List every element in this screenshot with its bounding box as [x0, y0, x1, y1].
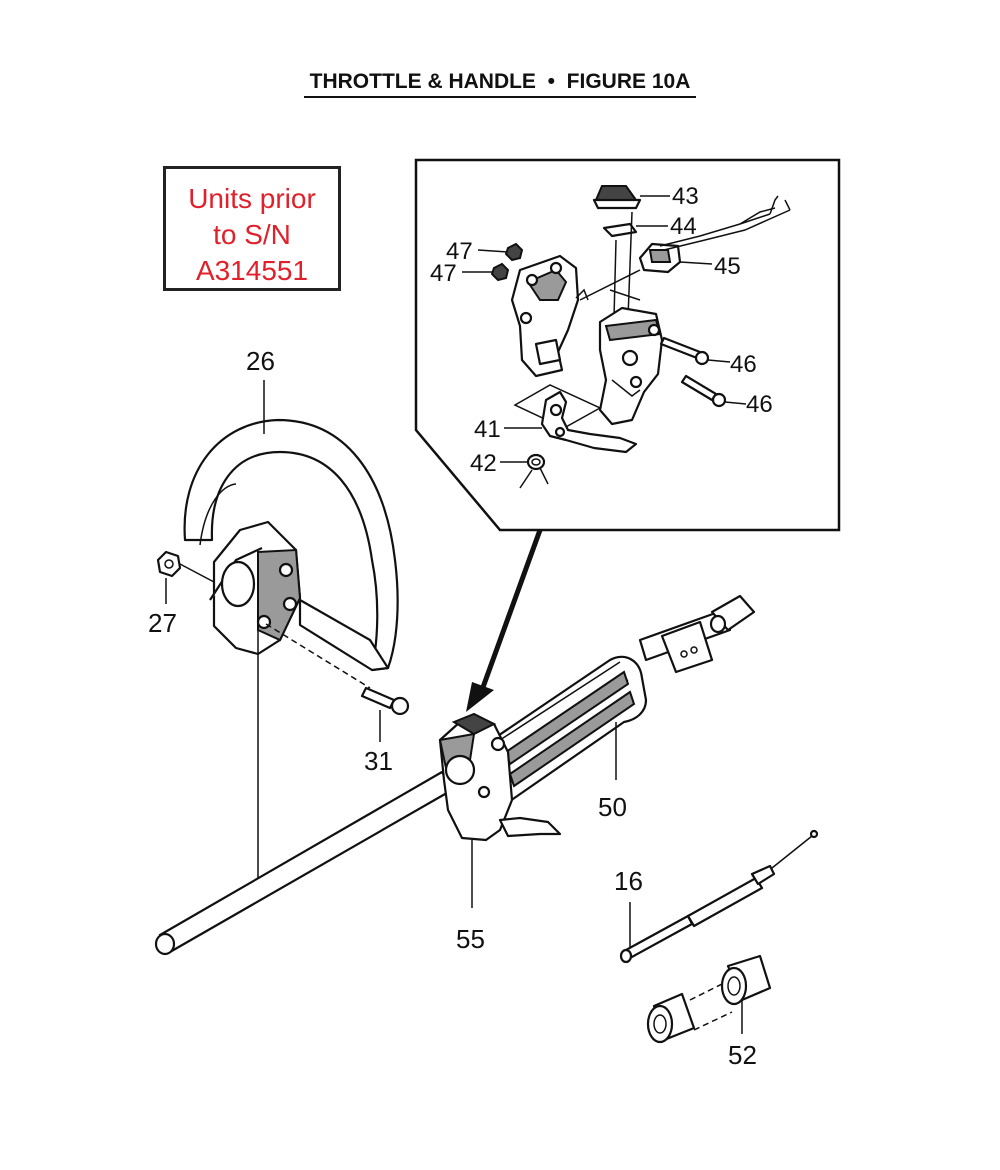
- part-50-grip: [478, 655, 648, 810]
- drive-shaft-tube: [154, 594, 756, 956]
- notice-line-3: A314551: [195, 255, 309, 286]
- callout-41: 41: [474, 416, 501, 443]
- callout-46-a: 46: [730, 351, 757, 378]
- figure-suffix: A: [675, 70, 691, 93]
- part-45-switch: [638, 195, 791, 274]
- part-16-throttle-cable: [619, 829, 819, 964]
- callout-46-b: 46: [746, 391, 773, 418]
- part-52-bushings: [646, 954, 772, 1044]
- part-55-throttle-housing: [438, 712, 562, 908]
- part-46-screws: [659, 336, 747, 408]
- inset-pointer-arrow: [466, 529, 543, 712]
- left-housing-half: [510, 254, 589, 378]
- part-43-button-cap: [592, 185, 670, 210]
- title-separator: •: [547, 70, 555, 93]
- callout-42: 42: [470, 450, 497, 477]
- serial-notice-box: Units prior to S/N A314551: [163, 166, 341, 291]
- callout-26: 26: [246, 346, 275, 376]
- callout-47-a: 47: [446, 238, 473, 265]
- callout-43: 43: [672, 183, 699, 210]
- callout-45: 45: [714, 253, 741, 280]
- detail-inset: 43 44 45 47 47 46 46 41 42: [414, 158, 841, 532]
- callout-27: 27: [148, 608, 177, 638]
- part-41-throttle-trigger: [504, 390, 638, 454]
- figure-label: FIGURE 10: [566, 70, 676, 93]
- figure-title: THROTTLE & HANDLE • FIGURE 10A: [0, 70, 1000, 98]
- callout-31: 31: [364, 746, 393, 776]
- part-26-loop-handle: [183, 380, 399, 880]
- callout-47-b: 47: [430, 260, 457, 287]
- figure-title-text: THROTTLE & HANDLE: [309, 70, 536, 93]
- part-31-bolt: [265, 623, 410, 742]
- part-27-nut: [156, 550, 215, 604]
- callout-52: 52: [728, 1040, 757, 1070]
- notice-line-2: to S/N: [213, 219, 291, 250]
- part-47-nuts: [462, 242, 524, 282]
- callout-44: 44: [670, 213, 697, 240]
- callout-50: 50: [598, 792, 627, 822]
- notice-line-1: Units prior: [188, 183, 316, 214]
- part-44-clip: [602, 222, 668, 238]
- callout-16: 16: [614, 866, 643, 896]
- part-42-spring: [500, 453, 549, 489]
- callout-55: 55: [456, 924, 485, 954]
- right-housing-half: [598, 306, 664, 426]
